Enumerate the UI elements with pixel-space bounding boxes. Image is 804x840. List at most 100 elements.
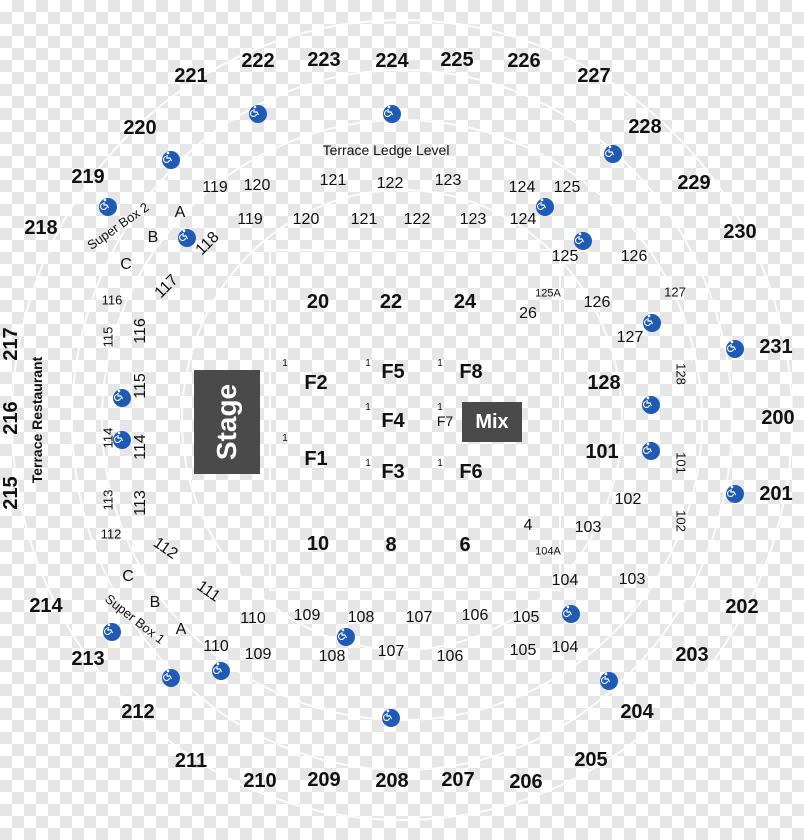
section-128-outer[interactable]: 128 — [673, 363, 689, 385]
section-107-outer[interactable]: 107 — [377, 643, 405, 660]
section-104-inner[interactable]: 104 — [551, 572, 579, 589]
section-F7[interactable]: F7 — [436, 413, 454, 429]
section-128-inner[interactable]: 128 — [587, 372, 621, 394]
section-107-inner[interactable]: 107 — [405, 609, 433, 626]
section-105-inner[interactable]: 105 — [512, 609, 540, 626]
section-224[interactable]: 224 — [375, 50, 409, 72]
box-a-lower[interactable]: A — [175, 621, 187, 638]
box-a-upper[interactable]: A — [174, 204, 186, 221]
box-b-upper[interactable]: B — [147, 229, 159, 246]
section-106-inner[interactable]: 106 — [461, 607, 489, 624]
section-103-outer[interactable]: 103 — [618, 571, 646, 588]
section-221[interactable]: 221 — [174, 65, 208, 87]
section-124-outer[interactable]: 124 — [508, 179, 536, 196]
section-6[interactable]: 6 — [459, 534, 471, 556]
section-123-outer[interactable]: 123 — [434, 172, 462, 189]
section-113-outer[interactable]: 113 — [100, 489, 116, 511]
section-211[interactable]: 211 — [174, 750, 208, 772]
section-229[interactable]: 229 — [677, 172, 711, 194]
section-220[interactable]: 220 — [123, 117, 157, 139]
section-226[interactable]: 226 — [507, 50, 541, 72]
section-114-inner[interactable]: 114 — [132, 434, 149, 460]
section-207[interactable]: 207 — [441, 769, 475, 791]
section-26[interactable]: 26 — [519, 305, 537, 322]
section-218[interactable]: 218 — [24, 217, 58, 239]
section-125A[interactable]: 125A — [535, 287, 561, 300]
section-110-inner[interactable]: 110 — [240, 610, 266, 627]
section-10[interactable]: 10 — [306, 533, 330, 555]
section-127-outer[interactable]: 127 — [664, 284, 686, 300]
section-101-inner[interactable]: 101 — [585, 441, 619, 463]
section-104A[interactable]: 104A — [535, 545, 561, 558]
section-116-inner[interactable]: 116 — [132, 318, 149, 344]
section-200[interactable]: 200 — [761, 407, 795, 429]
section-123-inner[interactable]: 123 — [459, 211, 487, 228]
section-124-inner[interactable]: 124 — [509, 211, 537, 228]
section-104-outer[interactable]: 104 — [551, 639, 579, 656]
section-108-inner[interactable]: 108 — [347, 609, 375, 626]
section-214[interactable]: 214 — [29, 595, 63, 617]
section-F4[interactable]: F4 — [381, 410, 405, 432]
section-22[interactable]: 22 — [379, 291, 403, 313]
section-F6[interactable]: F6 — [459, 461, 483, 483]
section-102-inner[interactable]: 102 — [614, 491, 642, 508]
section-213[interactable]: 213 — [71, 648, 105, 670]
section-103-inner[interactable]: 103 — [574, 519, 602, 536]
section-209[interactable]: 209 — [307, 769, 341, 791]
section-121-inner[interactable]: 121 — [350, 211, 378, 228]
section-110-outer[interactable]: 110 — [203, 638, 229, 655]
section-120-inner[interactable]: 120 — [292, 211, 320, 228]
section-223[interactable]: 223 — [307, 49, 341, 71]
section-126-outer[interactable]: 126 — [620, 248, 648, 265]
section-206[interactable]: 206 — [509, 771, 543, 793]
section-122-inner[interactable]: 122 — [403, 211, 431, 228]
section-208[interactable]: 208 — [375, 770, 409, 792]
section-F8[interactable]: F8 — [459, 361, 483, 383]
section-210[interactable]: 210 — [243, 770, 277, 792]
section-125-outer[interactable]: 125 — [553, 179, 581, 196]
section-106-outer[interactable]: 106 — [436, 648, 464, 665]
section-212[interactable]: 212 — [121, 701, 155, 723]
section-112-outer[interactable]: 112 — [100, 526, 122, 542]
box-c-lower[interactable]: C — [122, 568, 134, 585]
section-203[interactable]: 203 — [675, 644, 709, 666]
section-201[interactable]: 201 — [759, 483, 793, 505]
box-b-lower[interactable]: B — [149, 594, 161, 611]
section-8[interactable]: 8 — [385, 534, 397, 556]
section-215[interactable]: 215 — [0, 476, 22, 510]
section-122-outer[interactable]: 122 — [376, 175, 404, 192]
section-228[interactable]: 228 — [628, 116, 662, 138]
section-230[interactable]: 230 — [723, 221, 757, 243]
section-204[interactable]: 204 — [620, 701, 654, 723]
section-219[interactable]: 219 — [71, 166, 105, 188]
section-109-outer[interactable]: 109 — [244, 646, 272, 663]
section-101-outer[interactable]: 101 — [673, 452, 689, 474]
section-127-inner[interactable]: 127 — [616, 329, 644, 346]
section-24[interactable]: 24 — [453, 291, 477, 313]
section-109-inner[interactable]: 109 — [293, 607, 321, 624]
section-F2[interactable]: F2 — [304, 372, 328, 394]
section-120-outer[interactable]: 120 — [243, 177, 271, 194]
section-121-outer[interactable]: 121 — [319, 172, 347, 189]
section-113-inner[interactable]: 113 — [132, 490, 149, 516]
section-4[interactable]: 4 — [523, 517, 533, 534]
section-119-inner[interactable]: 119 — [237, 211, 263, 228]
section-205[interactable]: 205 — [574, 749, 608, 771]
section-231[interactable]: 231 — [759, 336, 793, 358]
section-125-inner[interactable]: 125 — [551, 248, 579, 265]
section-115-inner[interactable]: 115 — [132, 373, 149, 399]
section-F1[interactable]: F1 — [304, 448, 328, 470]
section-217[interactable]: 217 — [0, 327, 22, 361]
section-F5[interactable]: F5 — [381, 361, 405, 383]
section-108-outer[interactable]: 108 — [318, 648, 346, 665]
section-222[interactable]: 222 — [241, 50, 275, 72]
section-20[interactable]: 20 — [306, 291, 330, 313]
section-116-outer[interactable]: 116 — [101, 292, 123, 308]
section-126-inner[interactable]: 126 — [583, 294, 611, 311]
section-105-outer[interactable]: 105 — [509, 642, 537, 659]
section-119-outer[interactable]: 119 — [202, 179, 228, 196]
section-202[interactable]: 202 — [725, 596, 759, 618]
section-F3[interactable]: F3 — [381, 461, 405, 483]
section-115-outer[interactable]: 115 — [100, 326, 116, 348]
section-216[interactable]: 216 — [0, 401, 22, 435]
